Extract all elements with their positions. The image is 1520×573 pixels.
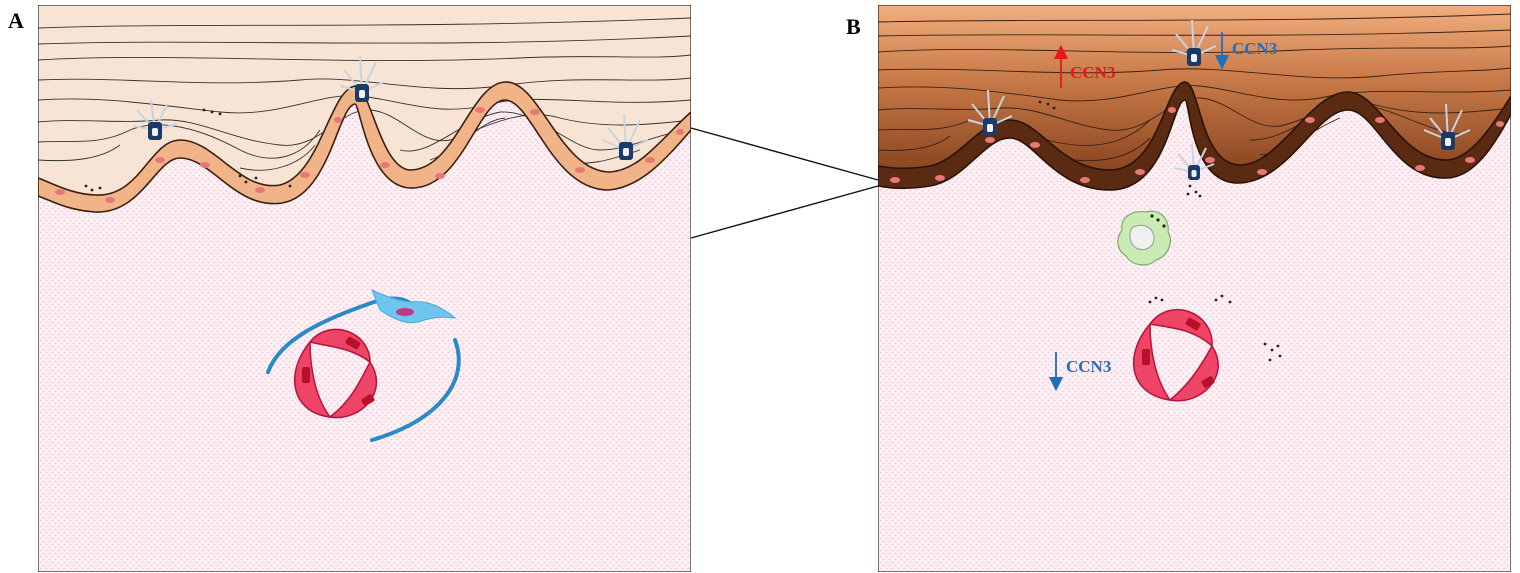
ccn3-down-label-dermis: CCN3 [1066,357,1111,376]
melanocyte-a2 [339,55,385,102]
zoom-connector-bottom [690,185,879,239]
macrophage-b [1117,210,1171,266]
melanocyte-b4 [1423,103,1471,150]
melanocyte-b3 [1173,143,1215,180]
basal-nuclei-b [890,107,1504,183]
melanocyte-b2 [1171,19,1217,66]
epidermis-a [38,5,691,196]
panel-b-letter: B [846,14,861,39]
fibroblast-a [371,289,457,324]
basal-nuclei-a [55,107,684,203]
ccn3-up-label: CCN3 [1070,63,1115,82]
melanocyte-a3 [601,113,649,160]
epidermis-b [878,5,1511,170]
zoom-connector-top [690,127,879,181]
melanin-dots-a [84,108,292,192]
blood-vessel-a [294,328,378,419]
blood-vessel-b [1132,308,1219,402]
panel-a [38,5,691,572]
panel-a-letter: A [8,8,24,33]
melanocyte-b1 [967,89,1013,136]
panel-b [878,5,1511,572]
melanin-dots-b [1038,100,1282,362]
ccn3-down-label-epidermis: CCN3 [1232,39,1277,58]
strata-lines-b [878,13,1511,161]
melanocyte-a1 [132,99,178,140]
